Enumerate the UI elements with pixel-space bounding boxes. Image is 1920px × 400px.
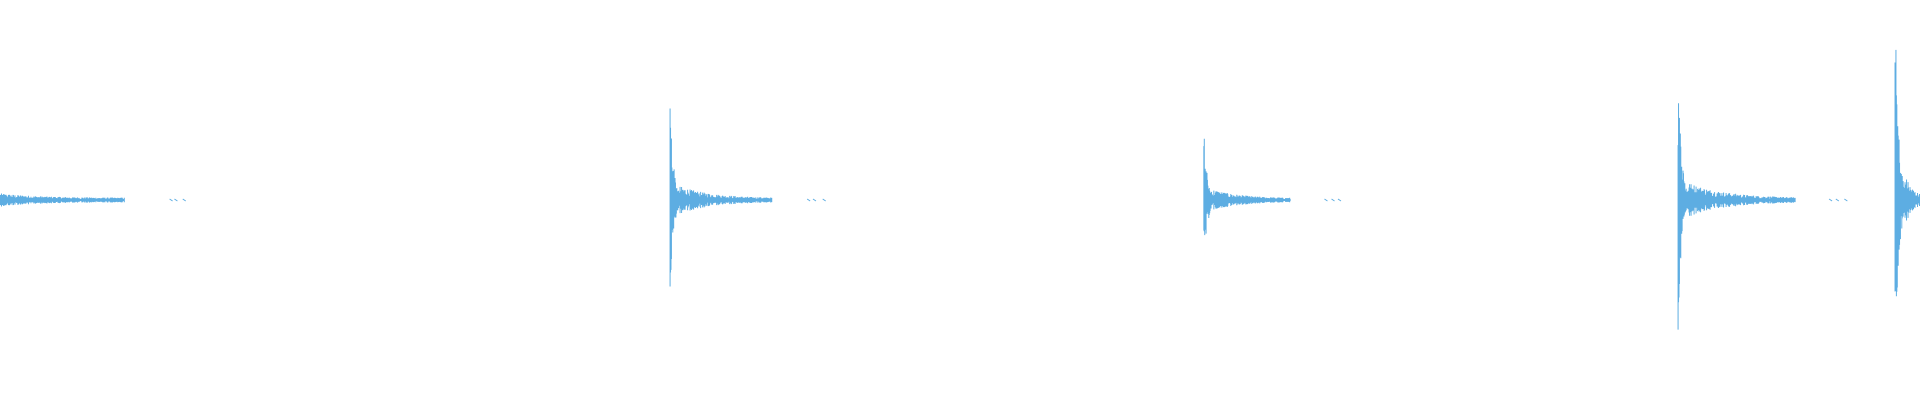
waveform-events: [0, 49, 1920, 330]
waveform-event-1: [0, 193, 187, 207]
waveform-trace: [1203, 138, 1342, 236]
waveform-trace: [0, 193, 187, 207]
waveform-event-2: [669, 108, 826, 287]
waveform-trace: [1894, 49, 1920, 297]
waveform-event-3: [1203, 138, 1342, 236]
waveform-event-4: [1677, 103, 1848, 330]
waveform-trace: [669, 108, 826, 287]
waveform-trace: [1677, 103, 1848, 330]
waveform-event-5: [1894, 49, 1920, 297]
